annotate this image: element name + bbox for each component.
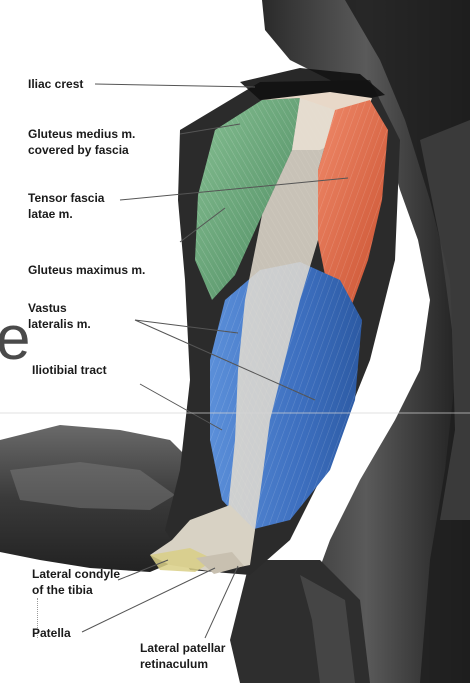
label-patella: Patella	[32, 625, 71, 641]
label-gluteus-maximus-text: Gluteus maximus m.	[28, 262, 145, 278]
label-lateral-patellar-retinaculum-line2: retinaculum	[140, 656, 225, 672]
label-lateral-condyle: Lateral condyle of the tibia	[32, 566, 120, 598]
label-gluteus-medius-line1: Gluteus medius m.	[28, 126, 135, 142]
stray-glyph: e	[0, 308, 30, 370]
label-vastus-lateralis: Vastus lateralis m.	[28, 300, 91, 332]
label-iliotibial-tract-text: Iliotibial tract	[32, 362, 107, 378]
label-gluteus-maximus: Gluteus maximus m.	[28, 262, 145, 278]
label-patella-text: Patella	[32, 625, 71, 641]
label-gluteus-medius: Gluteus medius m. covered by fascia	[28, 126, 135, 158]
label-iliotibial-tract: Iliotibial tract	[32, 362, 107, 378]
label-lateral-condyle-line2: of the tibia	[32, 582, 120, 598]
label-lateral-patellar-retinaculum: Lateral patellar retinaculum	[140, 640, 225, 672]
label-gluteus-medius-line2: covered by fascia	[28, 142, 135, 158]
label-vastus-lateralis-line2: lateralis m.	[28, 316, 91, 332]
label-tensor-fascia-line1: Tensor fascia	[28, 190, 104, 206]
label-iliac-crest-text: Iliac crest	[28, 76, 83, 92]
label-tensor-fascia: Tensor fascia latae m.	[28, 190, 104, 222]
label-lateral-condyle-line1: Lateral condyle	[32, 566, 120, 582]
label-vastus-lateralis-line1: Vastus	[28, 300, 91, 316]
label-tensor-fascia-line2: latae m.	[28, 206, 104, 222]
label-iliac-crest: Iliac crest	[28, 76, 83, 92]
label-lateral-patellar-retinaculum-line1: Lateral patellar	[140, 640, 225, 656]
